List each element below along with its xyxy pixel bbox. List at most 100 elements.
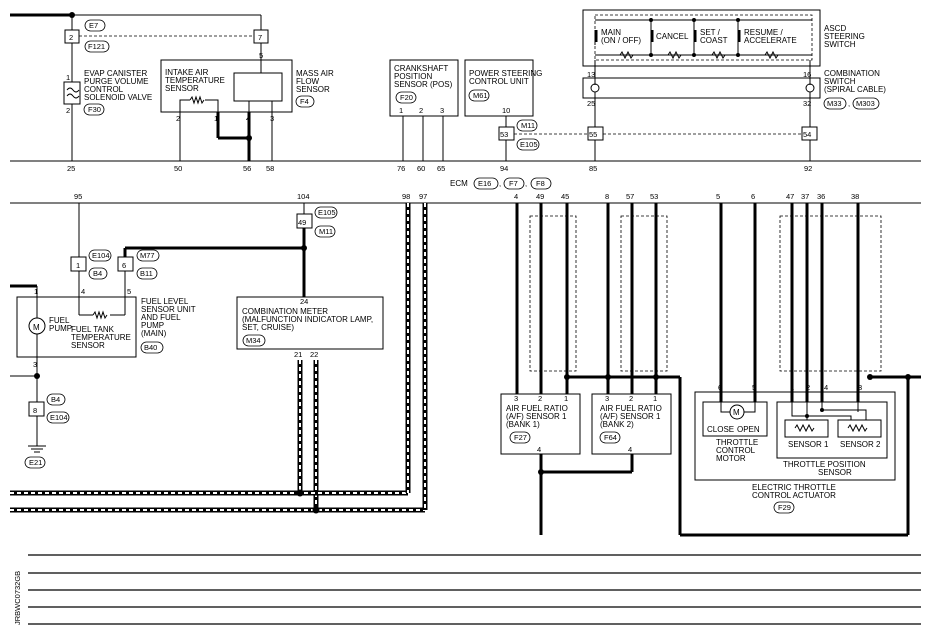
svg-text:SENSOR: SENSOR	[818, 468, 852, 477]
svg-text:INTAKE AIR: INTAKE AIR	[165, 68, 209, 77]
svg-text:76: 76	[397, 164, 405, 173]
svg-text:E105: E105	[520, 140, 538, 149]
svg-text:7: 7	[258, 33, 262, 42]
pscu-label: POWER STEERING CONTROL UNIT	[469, 69, 542, 86]
svg-text:MAIN: MAIN	[601, 28, 621, 37]
svg-text:B40: B40	[144, 343, 157, 352]
ecm-connectors: E16 , F7 , F8	[473, 177, 552, 190]
fuel-temp-thermistor-icon	[92, 310, 108, 320]
can-bus-lines	[10, 203, 428, 514]
connector-f20: F20	[395, 91, 417, 104]
svg-text:1: 1	[564, 394, 568, 403]
svg-text:1: 1	[399, 106, 403, 115]
svg-text:97: 97	[419, 192, 427, 201]
af-bank1-wires	[515, 203, 680, 394]
sensor2-resistor-icon	[847, 423, 868, 433]
svg-text:4: 4	[246, 114, 250, 123]
svg-text:4: 4	[514, 192, 518, 201]
af-bank2-wires	[605, 203, 668, 394]
svg-text:COAST: COAST	[700, 36, 728, 45]
svg-text:CONTROL: CONTROL	[84, 85, 124, 94]
svg-text:47: 47	[786, 192, 794, 201]
throttle-motor-box	[702, 401, 768, 437]
svg-text:(BANK 1): (BANK 1)	[506, 420, 540, 429]
crankshaft-sensor-box	[389, 59, 459, 117]
svg-text:F8: F8	[536, 179, 545, 188]
connector-f64: F64	[599, 431, 621, 444]
electric-throttle-actuator-box	[694, 391, 896, 481]
connector-e7: E7	[84, 19, 106, 32]
connector-e105-top: E105	[516, 138, 540, 151]
fuel-tank-temp-label: FUEL TANK TEMPERATURE SENSOR	[71, 325, 131, 350]
evap-label: EVAP CANISTER PURGE VOLUME CONTROL SOLEN…	[84, 69, 152, 102]
svg-text:5: 5	[716, 192, 720, 201]
svg-text:65: 65	[437, 164, 445, 173]
throttle-position-sensor-box	[776, 401, 888, 459]
connector-b4-bottom: B4	[46, 393, 66, 406]
connector-f4: F4	[295, 95, 315, 108]
svg-text:22: 22	[310, 350, 318, 359]
svg-text:CANCEL: CANCEL	[656, 32, 689, 41]
svg-text:5: 5	[259, 51, 263, 60]
svg-text:CONTROL: CONTROL	[716, 446, 756, 455]
svg-text:2: 2	[538, 394, 542, 403]
svg-text:E104: E104	[50, 413, 68, 422]
ascd-switch-box	[582, 9, 821, 67]
svg-text:92: 92	[804, 164, 812, 173]
svg-text:OPEN: OPEN	[737, 425, 760, 434]
svg-text:COMBINATION METER: COMBINATION METER	[242, 307, 328, 316]
svg-text:2: 2	[176, 114, 180, 123]
fuel-level-label: FUEL LEVEL SENSOR UNIT AND FUEL PUMP (MA…	[141, 297, 196, 338]
svg-text:AIR FUEL RATIO: AIR FUEL RATIO	[600, 404, 662, 413]
svg-text:M: M	[33, 323, 40, 332]
svg-text:(SPIRAL CABLE): (SPIRAL CABLE)	[824, 85, 886, 94]
svg-text:54: 54	[803, 130, 811, 139]
svg-text:36: 36	[817, 192, 825, 201]
throttle-motor-label: THROTTLE CONTROL MOTOR	[716, 438, 758, 463]
connector-m61: M61	[468, 89, 490, 102]
svg-text:(A/F) SENSOR 1: (A/F) SENSOR 1	[506, 412, 567, 421]
svg-text:M: M	[733, 408, 740, 417]
svg-text:1: 1	[214, 114, 218, 123]
svg-text:SENSOR 2: SENSOR 2	[840, 440, 881, 449]
svg-text:SWITCH: SWITCH	[824, 77, 856, 86]
meter-label: COMBINATION METER (MALFUNCTION INDICATOR…	[242, 307, 373, 332]
svg-text:1: 1	[76, 261, 80, 270]
svg-text:38: 38	[851, 192, 859, 201]
svg-text:53: 53	[650, 192, 658, 201]
svg-text:THROTTLE: THROTTLE	[716, 438, 758, 447]
svg-text:1: 1	[790, 383, 794, 392]
svg-text:E21: E21	[29, 458, 42, 467]
svg-text:1: 1	[653, 394, 657, 403]
spiral-contact-right	[805, 83, 815, 93]
connector-m11-mid: M11	[314, 225, 336, 238]
spiral-cable-box	[582, 77, 821, 99]
svg-text:4: 4	[628, 445, 632, 454]
sensor2-box	[837, 419, 882, 438]
svg-text:COMBINATION: COMBINATION	[824, 69, 880, 78]
connector-m33-m303: M33 , M303	[823, 97, 880, 110]
svg-text:104: 104	[297, 192, 310, 201]
svg-text:94: 94	[500, 164, 508, 173]
svg-text:SENSOR 1: SENSOR 1	[788, 440, 829, 449]
svg-text:5: 5	[752, 383, 756, 392]
svg-text:SENSOR (POS): SENSOR (POS)	[394, 80, 453, 89]
svg-text:F4: F4	[300, 97, 309, 106]
svg-text:PUMP: PUMP	[49, 324, 72, 333]
combination-switch-label: COMBINATION SWITCH (SPIRAL CABLE)	[824, 69, 886, 94]
svg-text:37: 37	[801, 192, 809, 201]
svg-text:49: 49	[536, 192, 544, 201]
af1-label: AIR FUEL RATIO (A/F) SENSOR 1 (BANK 1)	[506, 404, 568, 429]
svg-text:EVAP CANISTER: EVAP CANISTER	[84, 69, 148, 78]
ecm-top-pins: 25 50 56 58 76 60 65 94 85 92	[67, 164, 812, 173]
svg-text:1: 1	[34, 287, 38, 296]
svg-text:2: 2	[69, 33, 73, 42]
svg-text:3: 3	[858, 383, 862, 392]
ecm-bottom-pins: 95 104 98 97 4 49 45 8 57 53 5 6 47 37 3…	[74, 192, 859, 201]
svg-text:6: 6	[122, 261, 126, 270]
maf-label: MASS AIR FLOW SENSOR	[296, 69, 334, 94]
svg-text:THROTTLE POSITION: THROTTLE POSITION	[783, 460, 866, 469]
side-code: JRBWC0732GB	[13, 571, 22, 625]
connector-e104-bottom: E104	[46, 411, 70, 424]
ground-icon	[28, 445, 46, 453]
